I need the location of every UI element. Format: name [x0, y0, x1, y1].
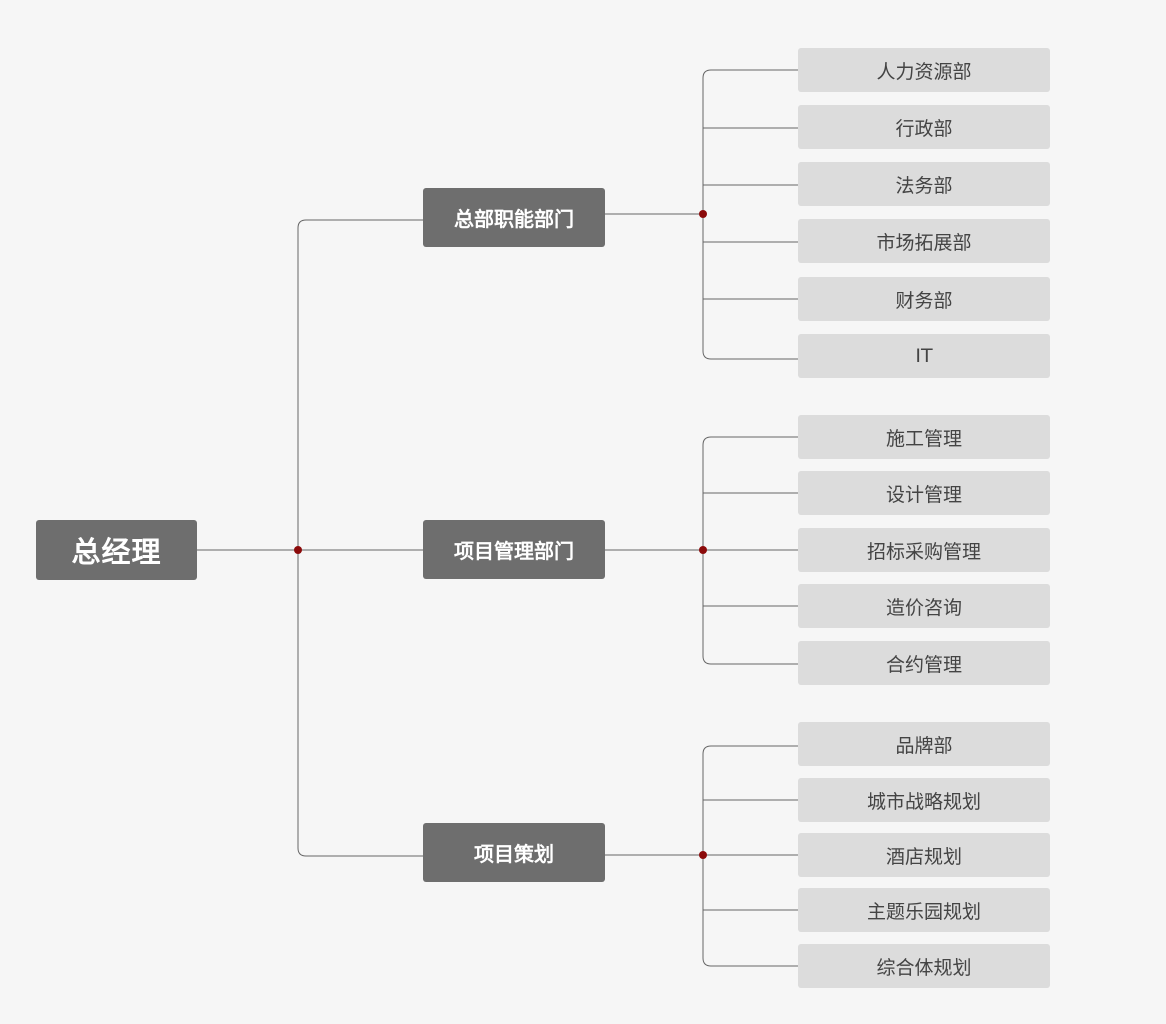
junction-dot-group1	[699, 210, 707, 218]
connector-group3-spine	[702, 745, 798, 967]
leaf-node-theme-park-planning[interactable]: 主题乐园规划	[798, 888, 1050, 932]
junction-dot-group2	[699, 546, 707, 554]
leaf-node-city-strategy[interactable]: 城市战略规划	[798, 778, 1050, 822]
leaf-node-brand[interactable]: 品牌部	[798, 722, 1050, 766]
leaf-node-hotel-planning[interactable]: 酒店规划	[798, 833, 1050, 877]
leaf-node-market-expansion[interactable]: 市场拓展部	[798, 219, 1050, 263]
leaf-node-contract-mgmt[interactable]: 合约管理	[798, 641, 1050, 685]
junction-dot-group3	[699, 851, 707, 859]
root-node-general-manager[interactable]: 总经理	[36, 520, 197, 580]
leaf-node-procurement-mgmt[interactable]: 招标采购管理	[798, 528, 1050, 572]
leaf-node-it[interactable]: IT	[798, 334, 1050, 378]
connector-group1-spine	[702, 69, 798, 360]
leaf-node-cost-consulting[interactable]: 造价咨询	[798, 584, 1050, 628]
dept-node-project-planning[interactable]: 项目策划	[423, 823, 605, 882]
junction-dot-trunk	[294, 546, 302, 554]
leaf-node-legal[interactable]: 法务部	[798, 162, 1050, 206]
leaf-node-design-mgmt[interactable]: 设计管理	[798, 471, 1050, 515]
dept-node-project-management[interactable]: 项目管理部门	[423, 520, 605, 579]
leaf-node-finance[interactable]: 财务部	[798, 277, 1050, 321]
leaf-node-complex-planning[interactable]: 综合体规划	[798, 944, 1050, 988]
leaf-node-admin[interactable]: 行政部	[798, 105, 1050, 149]
dept-node-hq-functions[interactable]: 总部职能部门	[423, 188, 605, 247]
connector-trunk	[297, 219, 423, 857]
leaf-node-hr[interactable]: 人力资源部	[798, 48, 1050, 92]
leaf-node-construction-mgmt[interactable]: 施工管理	[798, 415, 1050, 459]
